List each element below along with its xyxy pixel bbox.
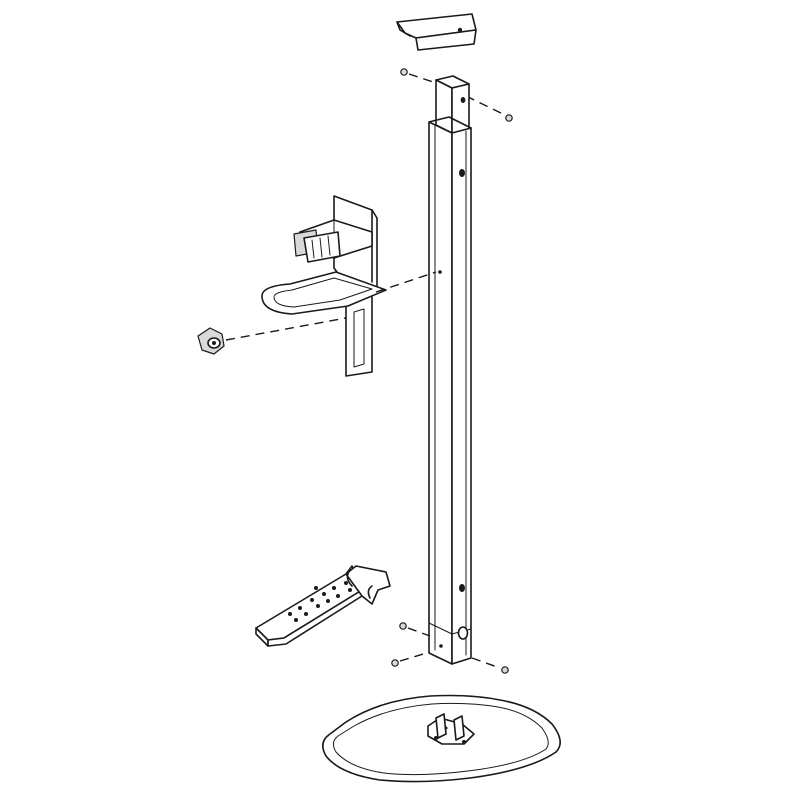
alignment-line-top-right	[465, 95, 506, 116]
alignment-line-bottom-right	[471, 657, 501, 669]
thumb-knob	[197, 327, 225, 355]
alignment-line-bottom-upper	[407, 627, 431, 637]
base-plate	[322, 694, 561, 783]
vertical-column	[428, 75, 472, 665]
alignment-line-knob	[225, 317, 347, 341]
screw-bottom-upper-left	[399, 622, 407, 630]
screw-top-left	[400, 68, 408, 76]
screw-bottom-right	[501, 666, 509, 674]
top-cap-bracket	[396, 13, 477, 51]
screw-top-right	[505, 114, 513, 122]
bottle-holder-bracket	[261, 195, 387, 377]
screw-bottom-lower-left	[391, 659, 399, 667]
footrest-pedal	[255, 565, 391, 647]
alignment-line-holder	[375, 271, 437, 293]
alignment-line-bottom-lower	[399, 651, 431, 662]
alignment-line-top-left	[408, 73, 437, 84]
